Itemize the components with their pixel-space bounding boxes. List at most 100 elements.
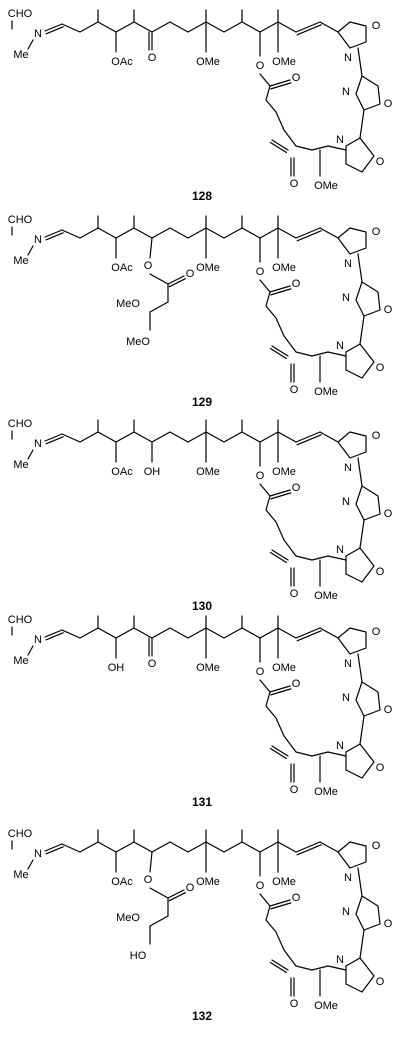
- nitrogen-label: N: [34, 28, 42, 40]
- oxazole-ring: [355, 895, 381, 931]
- ring-ketone-oxygen-label: O: [290, 998, 299, 1010]
- carbonyl-oxygen-label: O: [292, 72, 301, 84]
- side-carbonyl-double-bond: [167, 275, 185, 285]
- hydroxyl-label: OH: [108, 662, 125, 674]
- bond-n-me: [27, 245, 34, 256]
- bond-biaryl: [357, 653, 363, 683]
- bond-biaryl: [359, 715, 365, 745]
- ester-carbonyl-double-bond: [270, 688, 292, 696]
- compound-number: 128: [192, 189, 212, 203]
- methoxy-label: OMe: [314, 590, 338, 602]
- polyketide-chain: [61, 227, 297, 239]
- ester-oxygen-label: O: [256, 880, 265, 892]
- bond: [319, 841, 339, 853]
- side-carbonyl-double-bond: [168, 892, 186, 902]
- ring-ketone-oxygen-label: O: [290, 588, 299, 600]
- ester-oxygen-label: O: [256, 60, 265, 72]
- side-chain-bond: [149, 301, 169, 313]
- bond-n-me: [27, 39, 34, 50]
- oxazole-ring: [337, 227, 367, 255]
- oxazole-ring: [355, 681, 381, 717]
- vinyl-double-bond: [296, 844, 322, 856]
- oxazoline-ring: [345, 137, 375, 173]
- oac-label: OAc: [111, 262, 133, 274]
- methoxy-label: OMe: [314, 786, 338, 798]
- oxazole-oxygen-label: O: [372, 20, 381, 32]
- ester-carbonyl-double-bond: [270, 492, 292, 500]
- oxazole-nitrogen-label: N: [342, 86, 350, 98]
- macrocycle-arc: [259, 279, 347, 357]
- ring-alkene-double-bond: [271, 139, 289, 151]
- compound-number: 131: [192, 795, 212, 809]
- side-chain-bond: [149, 915, 169, 927]
- vinyl-double-bond: [295, 431, 321, 443]
- vinyl-double-bond: [296, 434, 322, 446]
- enamide-double-bond: [45, 846, 64, 855]
- bond-side-o: [149, 851, 153, 873]
- carbonyl-oxygen-label: O: [292, 482, 301, 494]
- enamide-double-bond: [44, 229, 63, 238]
- bond-biaryl: [357, 47, 363, 77]
- methoxy-label: OMe: [196, 876, 220, 888]
- bond-side-o: [149, 237, 153, 259]
- vinyl-double-bond: [296, 230, 322, 242]
- cho-label: CHO: [8, 8, 33, 20]
- oxazole-oxygen-label: O: [372, 840, 381, 852]
- n-methyl-label: Me: [13, 49, 28, 61]
- cho-label: CHO: [8, 214, 33, 226]
- vinyl-double-bond: [295, 21, 321, 33]
- oxazole-ring: [337, 627, 367, 655]
- methoxy-label: OMe: [272, 466, 296, 478]
- ring-ketone-oxygen-label: O: [290, 384, 299, 396]
- bond-biaryl: [357, 253, 363, 283]
- cho-label: CHO: [8, 418, 33, 430]
- ring-alkene-double-bond: [269, 141, 288, 154]
- oac-label: OAc: [111, 56, 133, 68]
- bond-biaryl: [359, 315, 365, 345]
- n-methyl-label: Me: [13, 869, 28, 881]
- oxazole-ring: [337, 21, 367, 49]
- oxazoline-nitrogen-label: N: [336, 740, 344, 752]
- oac-label: OAc: [111, 466, 133, 478]
- bond: [319, 627, 339, 639]
- polyketide-chain: [61, 841, 297, 853]
- side-methoxy-label: MeO: [116, 298, 140, 310]
- oxazoline-ring: [345, 957, 375, 993]
- polyketide-chain: [61, 21, 297, 33]
- cho-label: CHO: [8, 614, 33, 626]
- compound-number: 130: [192, 599, 212, 613]
- oxazoline-ring: [345, 743, 375, 779]
- methoxy-label: OMe: [272, 662, 296, 674]
- oxazoline-nitrogen-label: N: [336, 134, 344, 146]
- side-chain: [149, 887, 169, 917]
- oxazole-nitrogen-label: N: [344, 872, 352, 884]
- bond: [319, 431, 339, 443]
- oxazole-ring: [355, 485, 381, 521]
- cho-label: CHO: [8, 828, 33, 840]
- enamide-double-bond: [45, 232, 64, 241]
- bond-biaryl: [359, 109, 365, 139]
- enamide-double-bond: [45, 436, 64, 445]
- side-carbonyl-oxygen-label: O: [186, 882, 195, 894]
- nitrogen-label: N: [34, 634, 42, 646]
- oxazole-nitrogen-label: N: [342, 496, 350, 508]
- macrocycle-arc: [259, 73, 347, 151]
- n-methyl-label: Me: [13, 255, 28, 267]
- bond: [319, 227, 339, 239]
- oxazole-oxygen-label: O: [384, 918, 393, 930]
- ester-carbonyl-double-bond: [269, 899, 291, 907]
- carbonyl-oxygen-label: O: [292, 278, 301, 290]
- oxazole-ring: [355, 281, 381, 317]
- side-terminal-label: HO: [130, 950, 147, 962]
- side-terminal-label: MeO: [126, 336, 150, 348]
- vinyl-double-bond: [296, 630, 322, 642]
- oxazoline-nitrogen-label: N: [336, 544, 344, 556]
- ring-alkene-double-bond: [271, 745, 289, 757]
- ring-alkene-double-bond: [269, 551, 288, 564]
- oxazole-nitrogen-label: N: [342, 692, 350, 704]
